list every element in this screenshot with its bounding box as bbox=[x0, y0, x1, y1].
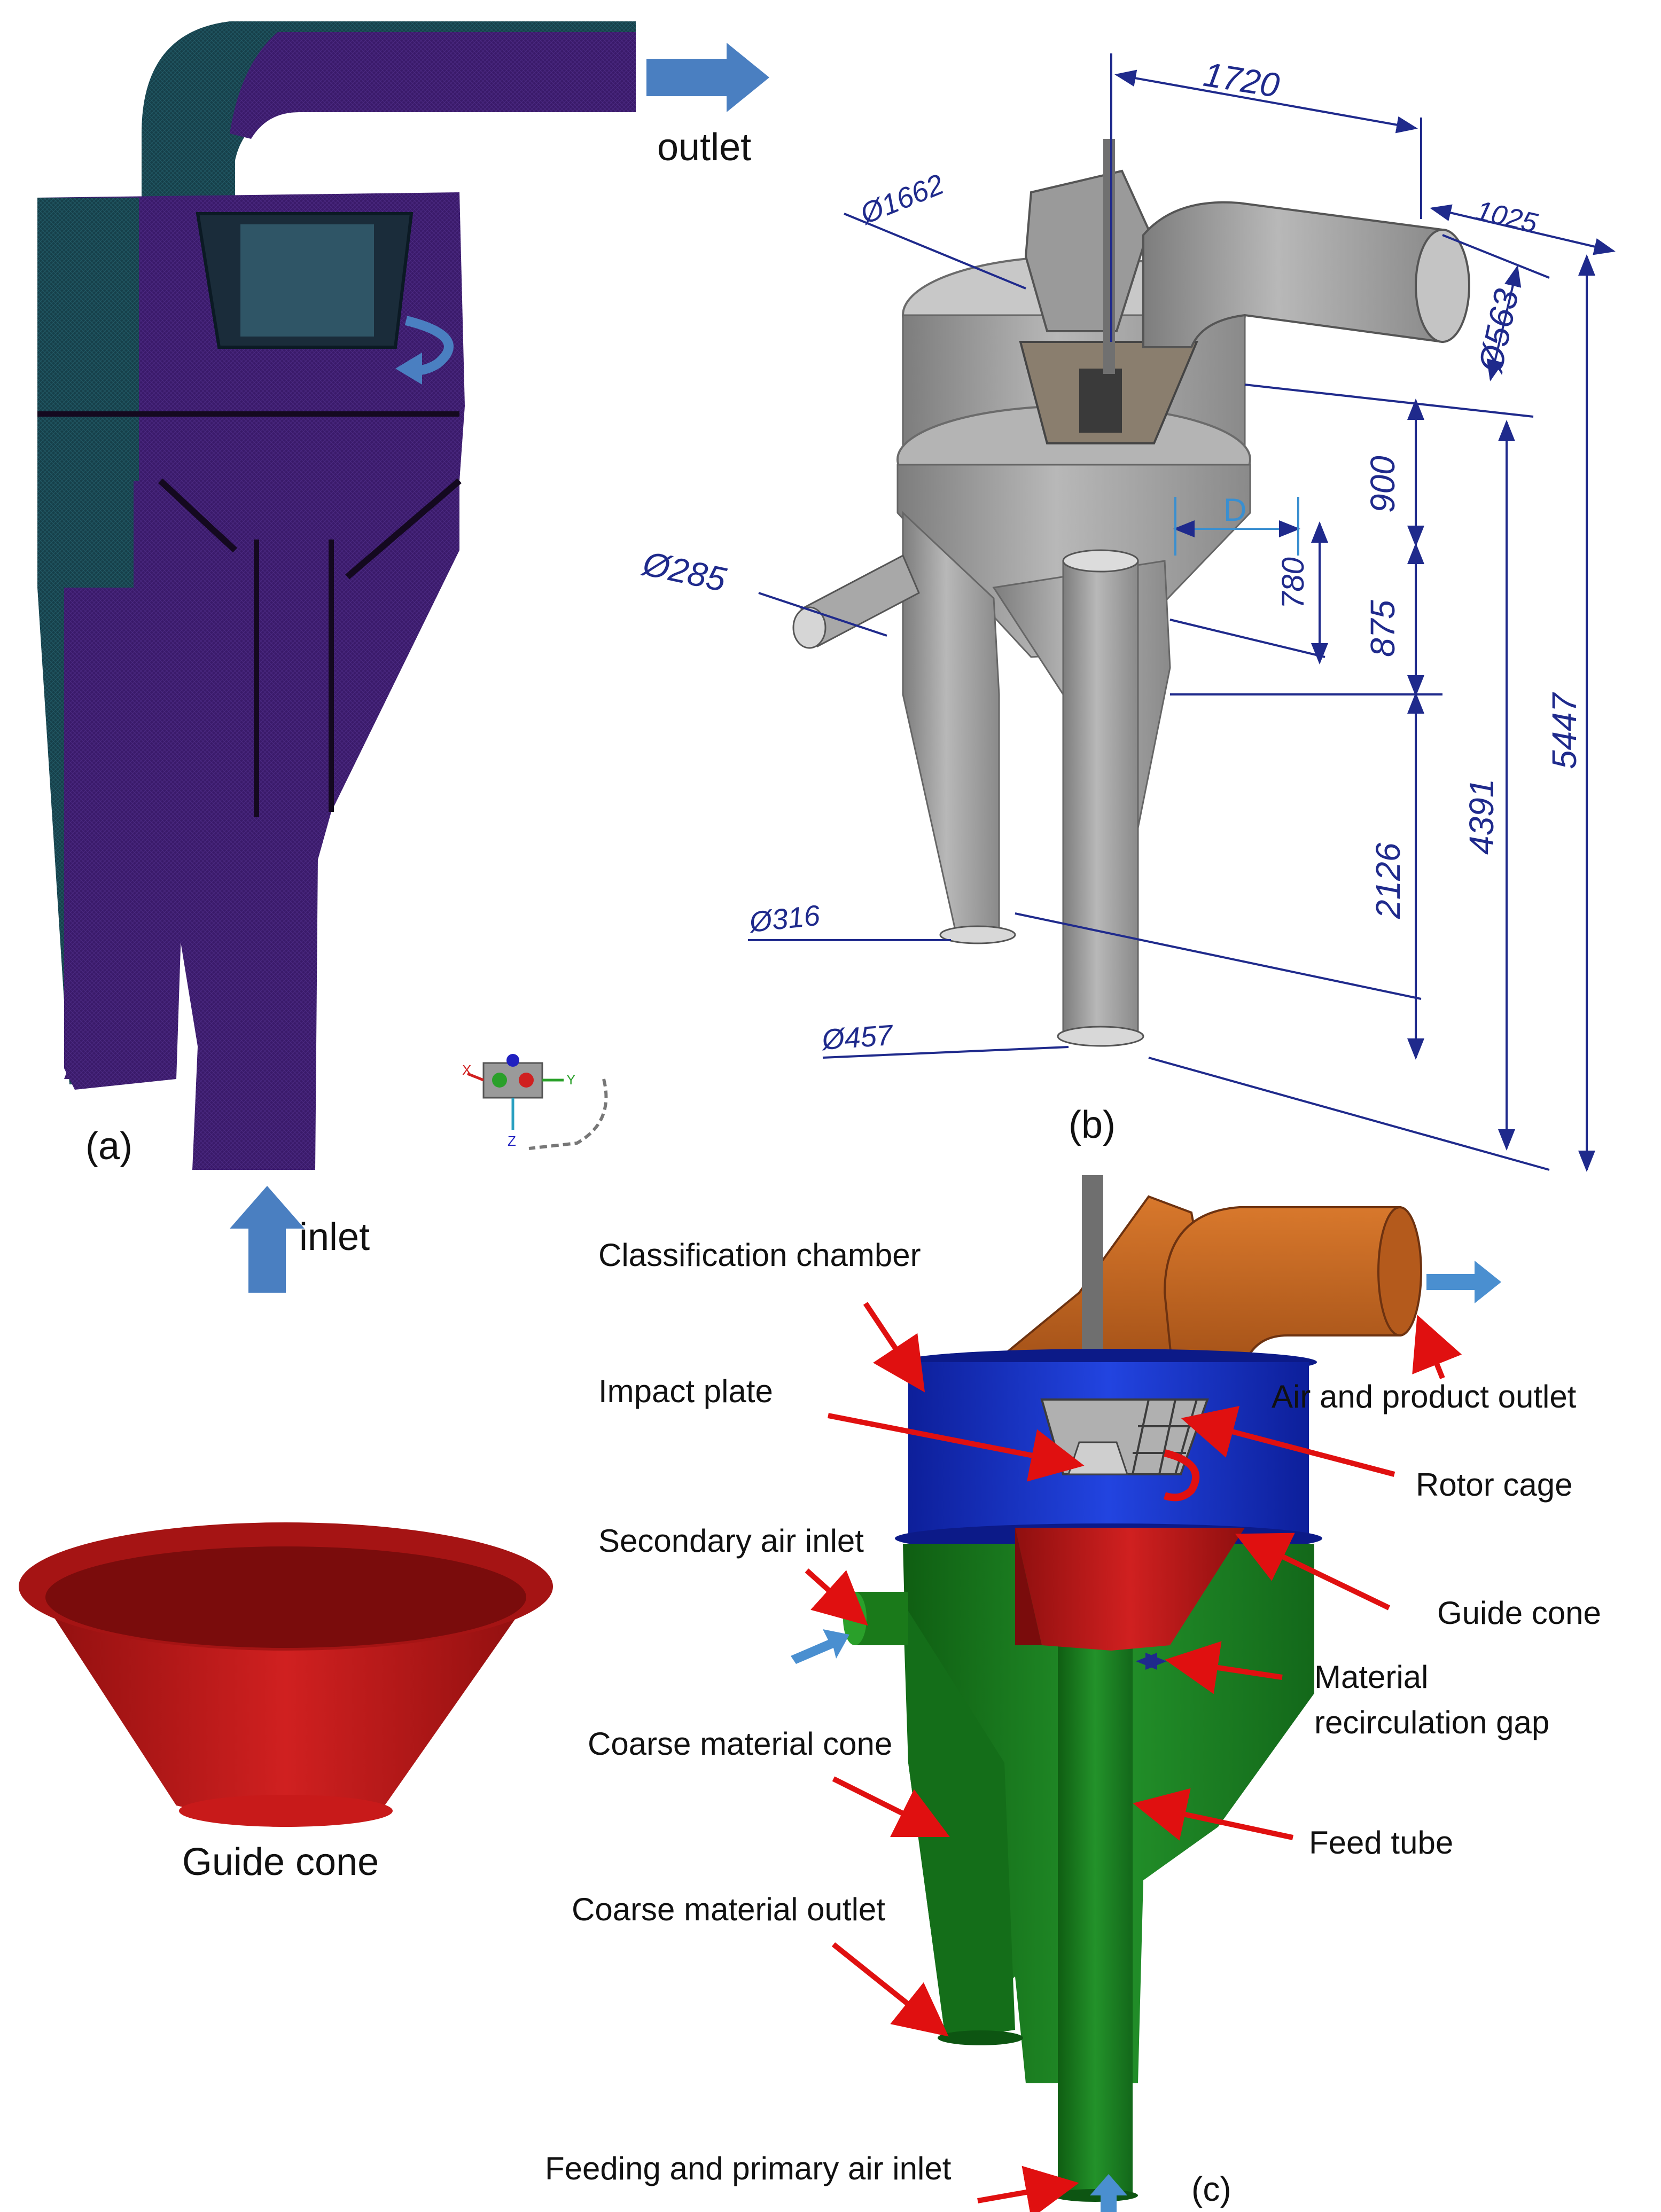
mesh-cylinder-left bbox=[37, 198, 139, 481]
guide-cone-inset: Guide cone bbox=[19, 1522, 553, 1883]
guide-cone-bottom bbox=[179, 1795, 393, 1827]
cad-feed-top bbox=[1062, 549, 1139, 573]
cad-top-housing bbox=[1024, 169, 1150, 332]
guide-cone-inner bbox=[45, 1546, 526, 1648]
label-classification-chamber: Classification chamber bbox=[598, 1237, 921, 1273]
label-coarse-material-cone: Coarse material cone bbox=[588, 1726, 892, 1762]
guide-cone-c-shadow bbox=[1015, 1528, 1042, 1645]
dim-dia-285: Ø285 bbox=[638, 544, 729, 599]
label-recirculation-gap: recirculation gap bbox=[1314, 1705, 1549, 1740]
secondary-inlet-c bbox=[855, 1592, 908, 1645]
coarse-outlet-flange-c bbox=[938, 2030, 1023, 2045]
guide-cone-c bbox=[1015, 1528, 1245, 1651]
axis-z-label: Z bbox=[508, 1133, 516, 1149]
panel-a: outlet inlet (a) X Y Z bbox=[37, 21, 769, 1293]
impact-plate-shape bbox=[1067, 1441, 1129, 1475]
label-rotor-cage: Rotor cage bbox=[1416, 1467, 1573, 1503]
label-secondary-air-inlet: Secondary air inlet bbox=[598, 1523, 864, 1559]
inlet-label: inlet bbox=[299, 1216, 370, 1259]
outlet-label: outlet bbox=[657, 126, 751, 169]
cad-rotor-hub bbox=[1079, 369, 1122, 433]
axis-y-label: Y bbox=[566, 1072, 575, 1088]
dim-1025: 1025 bbox=[1473, 195, 1541, 239]
outlet-arrow-icon bbox=[646, 43, 769, 112]
rotation-arrow-c-icon bbox=[1163, 1449, 1200, 1502]
dim-780: 780 bbox=[1276, 557, 1311, 609]
feed-flow-arrow-icon bbox=[1090, 2174, 1127, 2212]
cad-outlet-elbow bbox=[1142, 201, 1444, 348]
orange-outlet-mouth bbox=[1377, 1206, 1422, 1336]
mesh-outlet-duct-face bbox=[230, 32, 636, 139]
panel-a-label: (a) bbox=[85, 1125, 132, 1168]
cad-feed-flange bbox=[1057, 1026, 1144, 1047]
outlet-flow-arrow-icon bbox=[1426, 1261, 1501, 1303]
green-coarse-cone bbox=[903, 1603, 1015, 2041]
dim-dia-316: Ø316 bbox=[747, 899, 822, 939]
label-material: Material bbox=[1314, 1659, 1428, 1695]
mesh-rotor-core bbox=[240, 224, 374, 337]
label-coarse-material-outlet: Coarse material outlet bbox=[572, 1891, 885, 1927]
axis-x-label: X bbox=[462, 1062, 471, 1078]
panel-c-label: (c) bbox=[1191, 2170, 1231, 2208]
mesh-feed-tube bbox=[192, 545, 321, 1170]
label-impact-plate: Impact plate bbox=[598, 1373, 773, 1409]
label-feed-tube: Feed tube bbox=[1309, 1825, 1453, 1861]
secondary-flow-arrow-icon bbox=[791, 1629, 849, 1664]
dim-5447: 5447 bbox=[1545, 692, 1584, 769]
mesh-seam bbox=[345, 478, 462, 580]
panel-b: 1720 1025 Ø1662 Ø563 900 875 780 D Ø285 … bbox=[638, 53, 1616, 1172]
axes-triad: X Y Z bbox=[462, 1054, 608, 1150]
mesh-seam bbox=[158, 478, 238, 553]
dimension-lines bbox=[748, 53, 1616, 1172]
dim-900: 900 bbox=[1363, 456, 1402, 513]
cad-secondary-inlet-mouth bbox=[792, 606, 826, 649]
dim-4391: 4391 bbox=[1462, 779, 1501, 855]
dim-1720: 1720 bbox=[1201, 55, 1282, 105]
panel-c: Classification chamber Impact plate Air … bbox=[545, 1175, 1601, 2212]
feed-tube-c bbox=[1058, 1608, 1133, 2195]
leader-arrows bbox=[805, 1302, 1462, 2212]
label-feeding-primary-air-inlet: Feeding and primary air inlet bbox=[545, 2151, 952, 2186]
label-guide-cone: Guide cone bbox=[1437, 1595, 1601, 1631]
dim-dia-563: Ø563 bbox=[1471, 285, 1526, 376]
cad-shaft bbox=[1103, 139, 1115, 374]
cad-feed-tube bbox=[1062, 560, 1139, 1037]
mesh-coarse-cone bbox=[64, 588, 192, 1090]
guide-cone-caption: Guide cone bbox=[182, 1841, 379, 1883]
dim-dia-457: Ø457 bbox=[820, 1019, 895, 1056]
dim-dia-1662: Ø1662 bbox=[855, 168, 948, 231]
dim-875: 875 bbox=[1363, 600, 1402, 657]
rotation-arrow-head-icon bbox=[395, 353, 422, 385]
dim-2126: 2126 bbox=[1369, 842, 1407, 919]
cad-coarse-outlet-flange bbox=[939, 925, 1016, 944]
label-air-product-outlet: Air and product outlet bbox=[1272, 1379, 1577, 1414]
guide-cone-shape bbox=[37, 1592, 534, 1819]
dim-gap-d: D bbox=[1223, 492, 1246, 528]
inlet-arrow-icon bbox=[230, 1186, 305, 1293]
panel-b-label: (b) bbox=[1069, 1104, 1116, 1146]
cad-outlet-mouth bbox=[1415, 229, 1470, 343]
